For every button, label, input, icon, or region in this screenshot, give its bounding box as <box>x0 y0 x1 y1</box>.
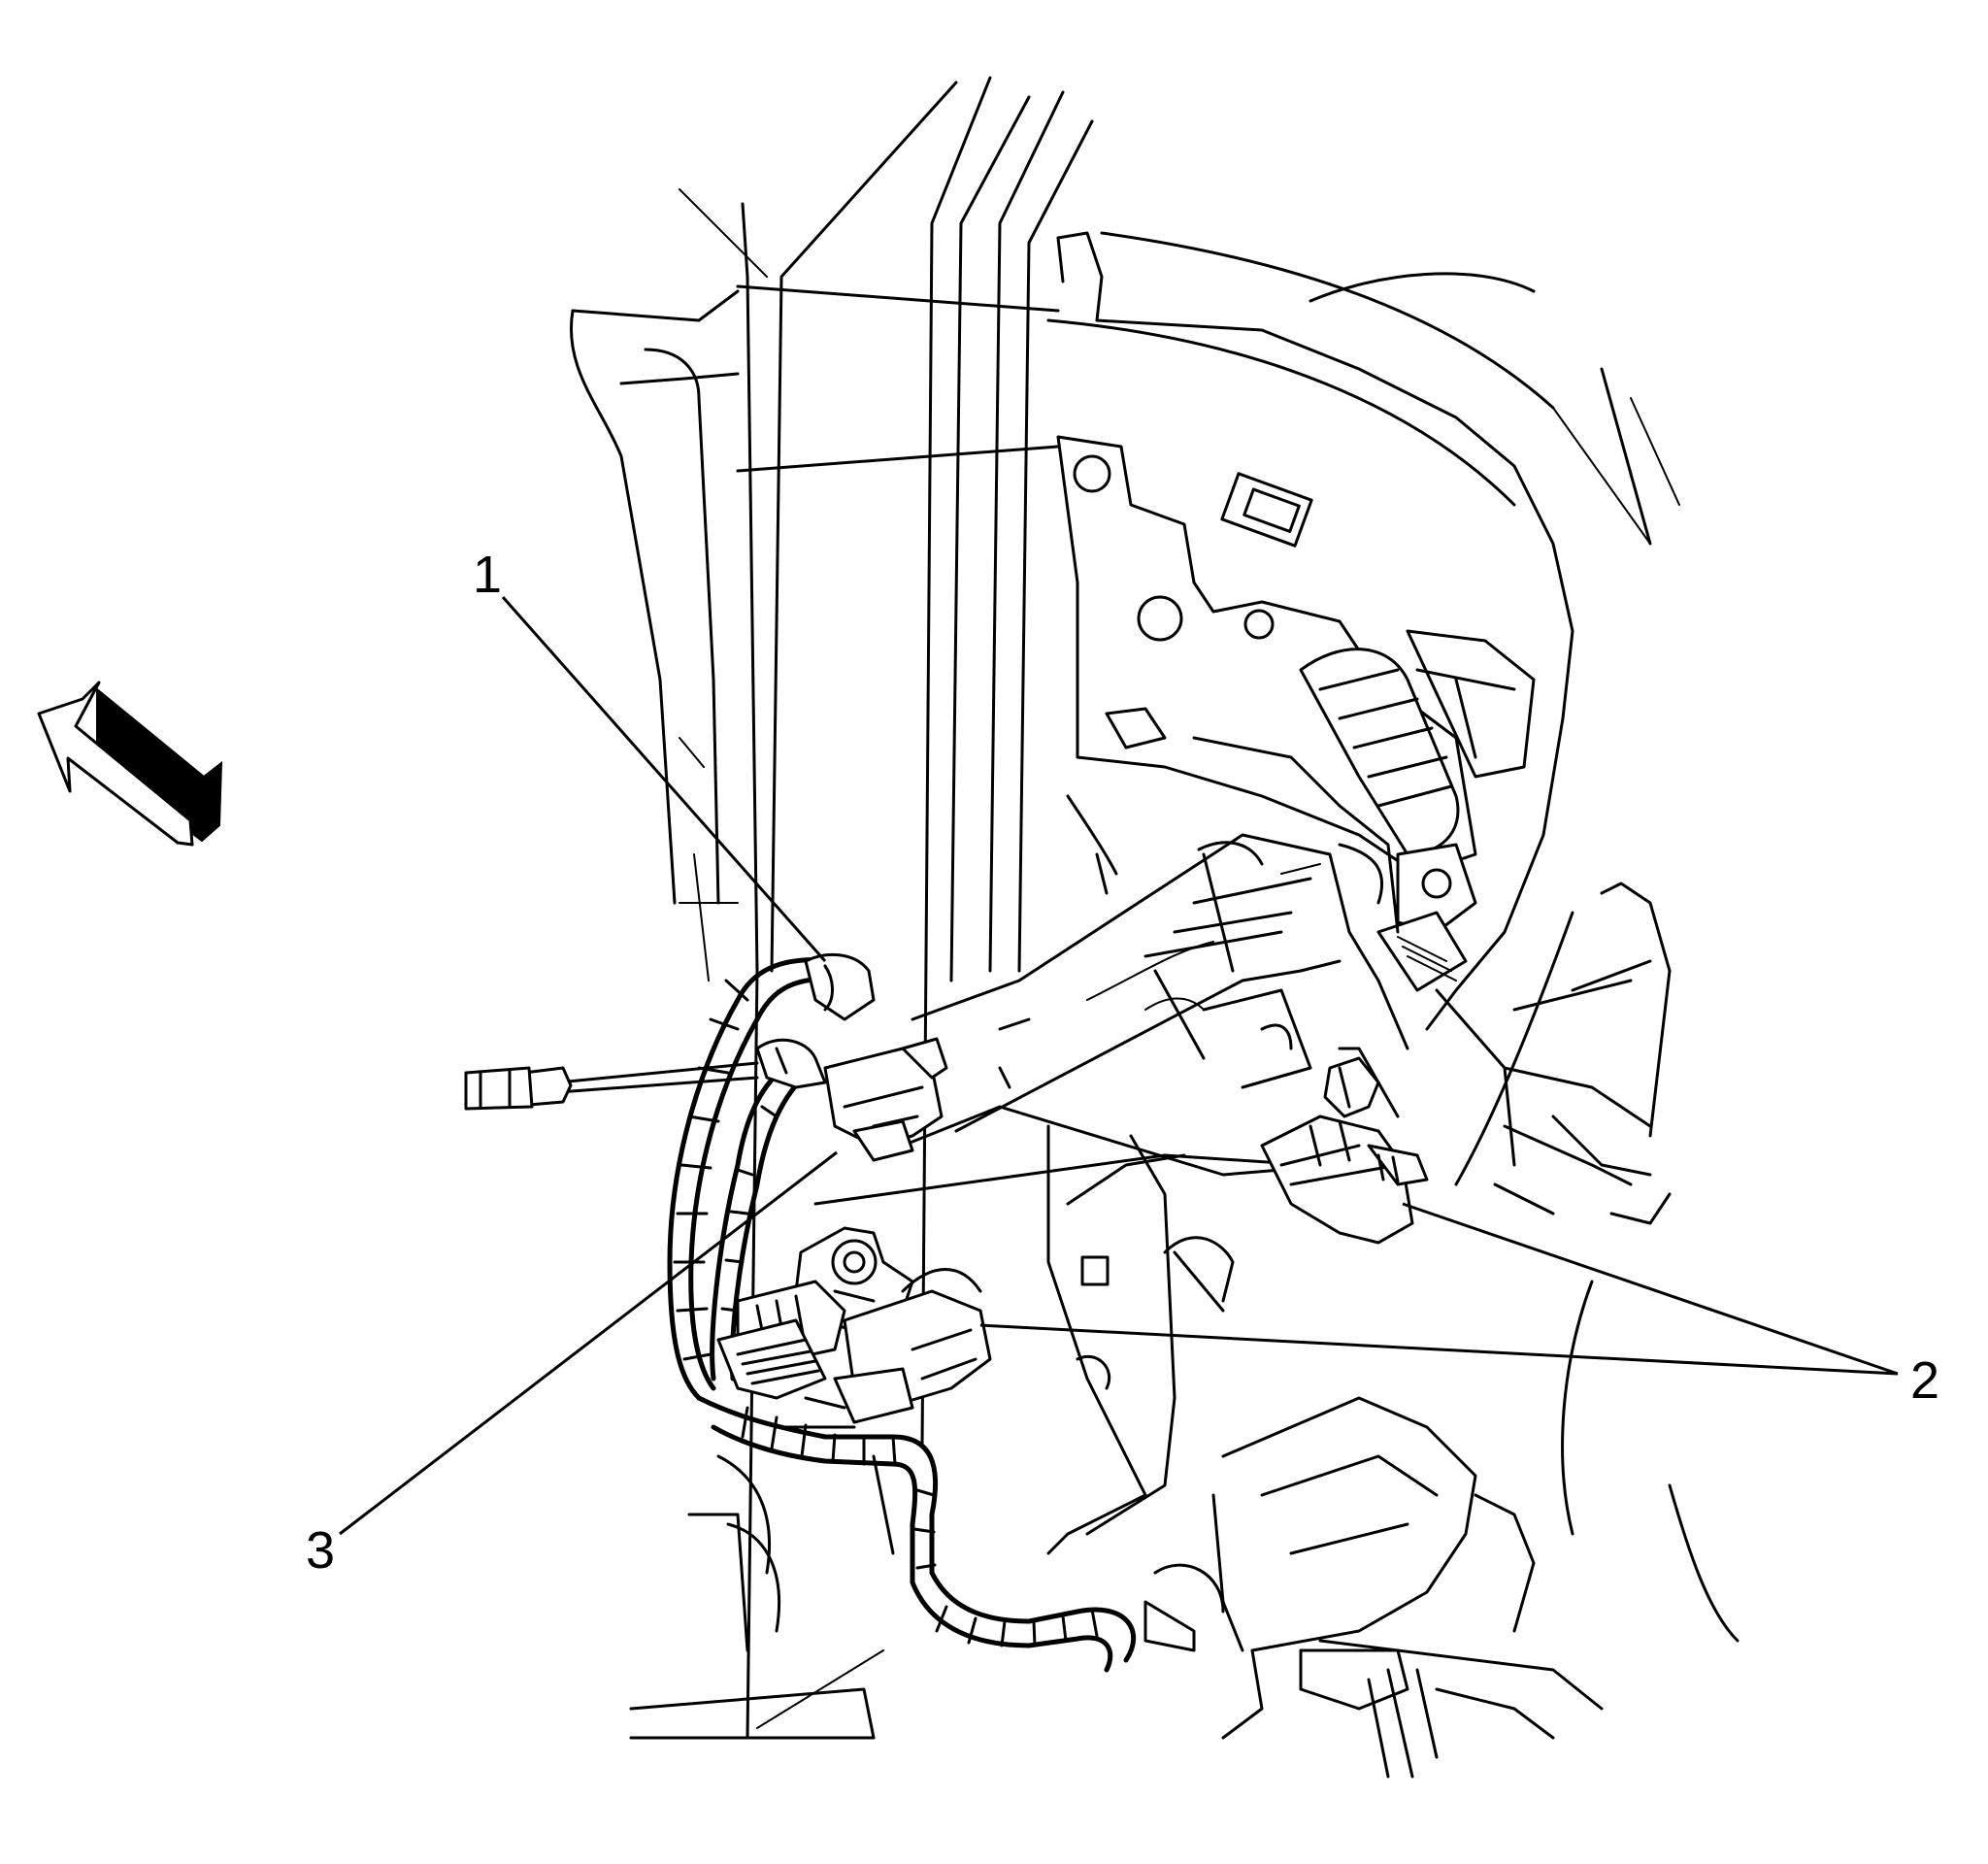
harness-wrap-bands <box>673 979 1099 1648</box>
callout-3: 3 <box>306 1521 335 1580</box>
lower-duct <box>1143 1396 1604 1779</box>
right-structure <box>1454 882 1740 1643</box>
connector-2 <box>1260 1056 1429 1245</box>
leader-line-1 <box>501 596 827 962</box>
pedal-module <box>716 1226 992 1429</box>
callout-labels: 1 2 3 <box>306 546 1939 1580</box>
callout-1: 1 <box>473 546 502 604</box>
callout-2: 2 <box>1910 1351 1939 1410</box>
leader-lines <box>339 596 1899 1536</box>
leader-line-2a <box>1402 1202 1899 1376</box>
mounting-plate <box>911 736 1409 1133</box>
leader-line-2b <box>979 1323 1899 1376</box>
pillar-structure <box>570 76 1094 1740</box>
instrument-panel <box>1046 231 1680 1031</box>
connector-1 <box>755 952 948 1162</box>
lower-panel <box>813 988 1652 1555</box>
arrow-up-left-icon <box>37 681 223 847</box>
lower-left-structure <box>629 1454 895 1740</box>
wire-lead <box>464 1061 759 1111</box>
leader-line-3 <box>339 1150 838 1536</box>
